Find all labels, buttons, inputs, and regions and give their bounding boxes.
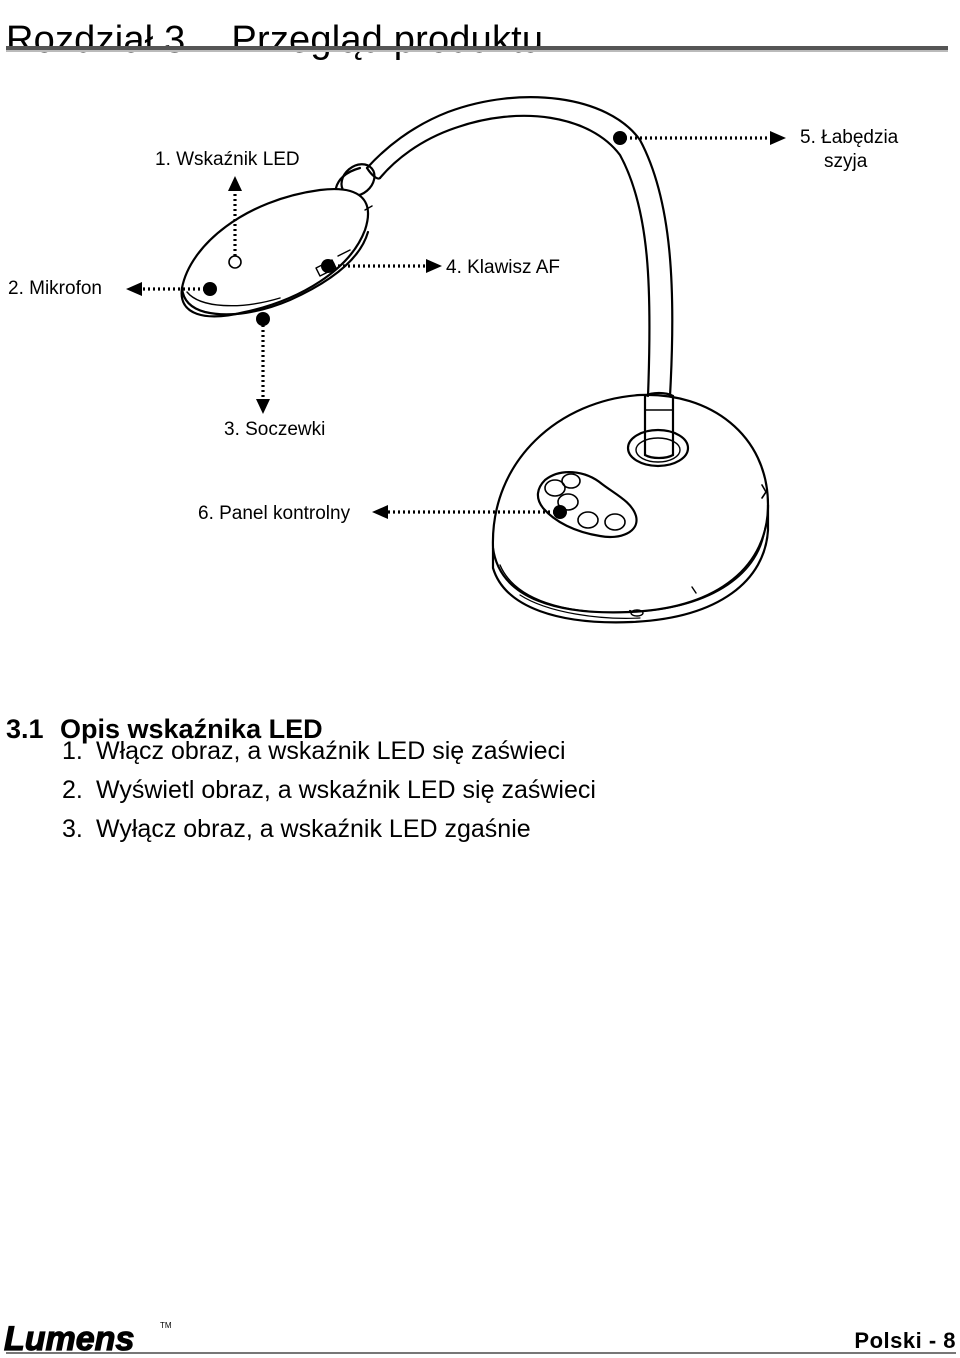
callout-control-panel: 6. Panel kontrolny [198, 503, 351, 524]
document-camera-illustration [126, 96, 786, 624]
list-item-number: 3. [62, 815, 83, 843]
neck-arrow-icon [770, 131, 786, 145]
neck-collar [626, 391, 690, 468]
callout-gooseneck-line2: szyja [824, 151, 868, 172]
list-item: 2. Wyświetl obraz, a wskaźnik LED się zaś… [62, 771, 596, 810]
mic-pointer-dot [203, 282, 217, 296]
led-description-list: 1. Włącz obraz, a wskaźnik LED się zaświe… [62, 732, 596, 849]
neck-pointer-dot [613, 131, 627, 145]
lens-pointer-dot [256, 312, 270, 326]
lumens-logo: Lumens TM [3, 1319, 172, 1356]
panel-pointer-dot [553, 505, 567, 519]
list-item: 3. Wyłącz obraz, a wskaźnik LED zgaśnie [62, 810, 596, 849]
callout-af-key: 4. Klawisz AF [446, 257, 561, 278]
list-item-number: 1. [62, 737, 83, 765]
list-item-text: Wyświetl obraz, a wskaźnik LED się zaświ… [96, 776, 596, 804]
led-arrow-icon [228, 176, 242, 191]
callout-lens: 3. Soczewki [224, 419, 326, 440]
section-number: 3.1 [6, 714, 44, 745]
callout-microphone: 2. Mikrofon [8, 278, 102, 299]
list-item: 1. Włącz obraz, a wskaźnik LED się zaświe… [62, 732, 596, 771]
lens-arrow-icon [256, 399, 270, 414]
af-arrow-icon [426, 259, 442, 273]
product-diagram: 1. Wskaźnik LED 2. Mikrofon 3. Soczewki … [0, 60, 960, 690]
camera-head [180, 163, 376, 318]
camera-base [491, 393, 770, 624]
panel-arrow-icon [372, 505, 388, 519]
chapter-number: Rozdział 3 [6, 19, 186, 62]
list-item-text: Wyłącz obraz, a wskaźnik LED zgaśnie [96, 815, 531, 843]
footer-rule [6, 1352, 956, 1354]
callout-led: 1. Wskaźnik LED [155, 149, 300, 170]
chapter-title: Rozdział 3 Przegląd produktu [6, 19, 543, 62]
af-pointer-dot [321, 259, 335, 273]
page-number: Polski - 8 [854, 1328, 956, 1353]
list-item-text: Włącz obraz, a wskaźnik LED się zaświeci [96, 737, 566, 765]
chapter-name: Przegląd produktu [231, 19, 544, 62]
logo-wordmark: Lumens [4, 1320, 134, 1356]
list-item-number: 2. [62, 776, 83, 804]
mic-arrow-icon [126, 282, 142, 296]
title-rule [6, 46, 948, 50]
gooseneck [365, 96, 674, 398]
control-panel [536, 471, 638, 539]
section-name: Opis wskaźnika LED [60, 714, 323, 745]
logo-trademark: TM [160, 1321, 172, 1330]
title-rule-shadow [6, 50, 948, 52]
callout-gooseneck-line1: 5. Łabędzia [800, 127, 899, 148]
section-title: 3.1 Opis wskaźnika LED [6, 714, 323, 745]
